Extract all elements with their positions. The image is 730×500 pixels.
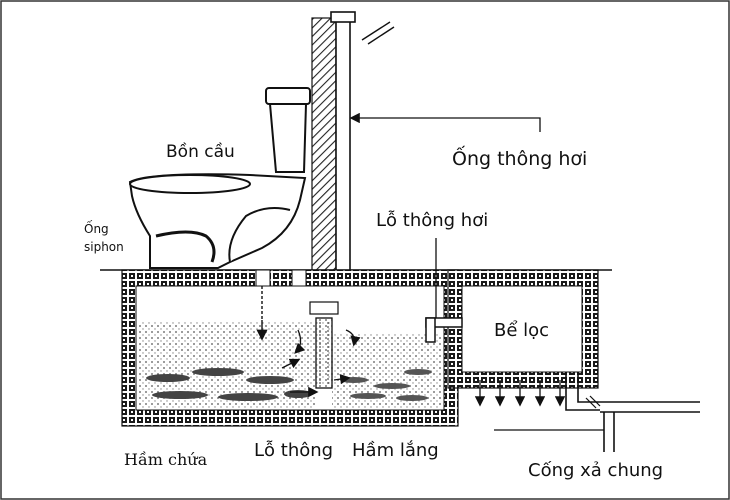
drainage-arrows [474, 380, 566, 407]
label-bon-cau: Bồn cầu [166, 142, 235, 162]
wall [311, 17, 337, 277]
label-ong-thong-hoi: Ống thông hơi [452, 148, 588, 170]
label-ham-lang: Hầm lắng [352, 440, 439, 461]
label-lo-thong: Lỗ thông [254, 440, 334, 461]
filter-tank [447, 269, 599, 389]
label-ong-siphon-2: siphon [84, 240, 124, 254]
common-sewer [494, 372, 700, 452]
label-lo-thong-hoi: Lỗ thông hơi [376, 210, 489, 231]
liquid-chamber [138, 322, 442, 408]
vent-pipe [330, 11, 395, 301]
label-cong-xa-chung: Cống xả chung [528, 460, 664, 481]
label-ong-siphon-1: Ống [84, 222, 109, 236]
label-be-loc: Bể lọc [494, 320, 550, 341]
partition-wall [309, 301, 339, 389]
outlet-pipe [425, 317, 463, 343]
label-ham-chua: Hầm chứa [124, 450, 208, 469]
toilet [128, 87, 311, 269]
vent-pipe-leader [349, 112, 541, 132]
flow-arrows [281, 329, 361, 398]
siphon-pipe [155, 230, 216, 263]
